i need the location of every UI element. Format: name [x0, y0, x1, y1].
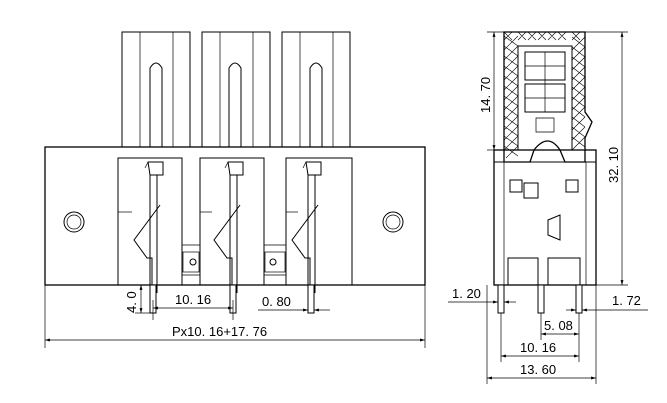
label-top-height: 14. 70: [478, 77, 493, 113]
label-pin-spacing: 5. 08: [544, 318, 573, 333]
header-body: [493, 149, 597, 286]
label-pin-height: 4. 0: [124, 291, 139, 313]
latch-window-left: [509, 179, 523, 193]
clamp-spring-3: [291, 161, 322, 293]
dim-pin-spacing: 5. 08: [540, 313, 580, 340]
mounting-hole-right: [382, 211, 404, 233]
clamp-spring-1: [133, 161, 164, 293]
label-overall-width: 13. 60: [520, 362, 556, 377]
front-view: 4. 0 10. 16 0. 80 Px10. 16+17. 76: [44, 31, 426, 348]
label-left-offset: 1. 20: [452, 286, 481, 301]
dim-total-length: Px10. 16+17. 76: [44, 285, 426, 348]
pin-3: [307, 284, 315, 314]
plug-housing-section: [503, 31, 593, 163]
side-pin-right: [575, 284, 583, 314]
label-right-offset: 1. 72: [612, 293, 641, 308]
mounting-hole-left: [63, 211, 85, 233]
dim-right-offset: 1. 72: [566, 293, 648, 312]
plug-top-3: [281, 31, 351, 148]
inner-cavities: [117, 157, 353, 285]
side-pin-left: [497, 284, 505, 314]
label-side-pitch: 10. 16: [520, 340, 556, 355]
dim-pitch: 10. 16: [152, 292, 234, 320]
dim-top-height: 14. 70: [478, 31, 504, 151]
dim-overall-height: 32. 10: [585, 31, 628, 286]
label-total-length: Px10. 16+17. 76: [172, 324, 267, 339]
dim-left-offset: 1. 20: [448, 286, 516, 304]
label-pitch: 10. 16: [175, 292, 211, 307]
side-pin-middle: [537, 284, 545, 314]
label-pin-width: 0. 80: [262, 294, 291, 309]
plug-top-1: [121, 31, 191, 148]
plug-top-2: [201, 31, 271, 148]
flange-body: [44, 146, 426, 286]
dim-overall-width: 13. 60: [486, 285, 597, 384]
dim-side-pitch: 10. 16: [500, 313, 580, 362]
latch-window-right: [565, 179, 579, 193]
side-view: 14. 70 32. 10 1. 20 1. 72 5. 08: [448, 31, 648, 384]
dim-pin-height: 4. 0: [124, 284, 150, 314]
clamp-spring-2: [213, 161, 244, 293]
label-overall-height: 32. 10: [606, 147, 621, 183]
dim-pin-width: 0. 80: [258, 294, 330, 312]
polarization-key: [547, 214, 561, 241]
